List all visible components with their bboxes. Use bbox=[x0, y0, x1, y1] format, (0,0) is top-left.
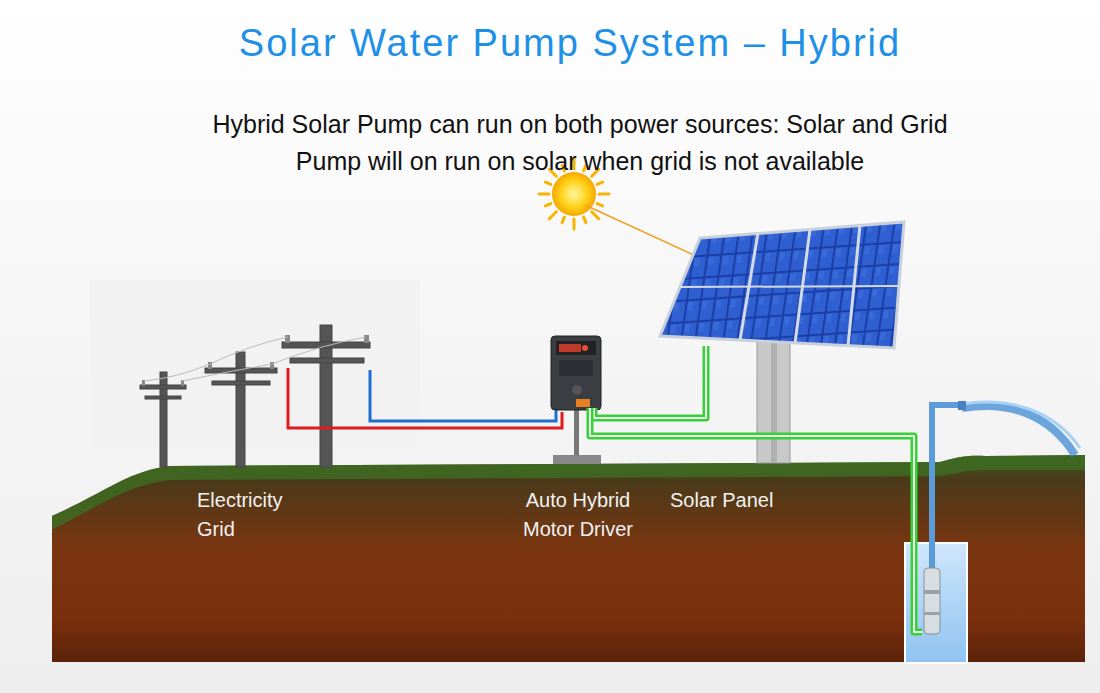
note-text: Pump will on run on solar when grid is n… bbox=[0, 147, 1100, 176]
part-label: Electricity Grid bbox=[197, 486, 317, 544]
diagram-title: Solar Water Pump System – Hybrid bbox=[0, 22, 1100, 65]
note-text: Hybrid Solar Pump can run on both power … bbox=[0, 110, 1100, 139]
part-label: Auto Hybrid Motor Driver bbox=[503, 486, 653, 544]
part-label: Solar Panel bbox=[670, 486, 810, 515]
